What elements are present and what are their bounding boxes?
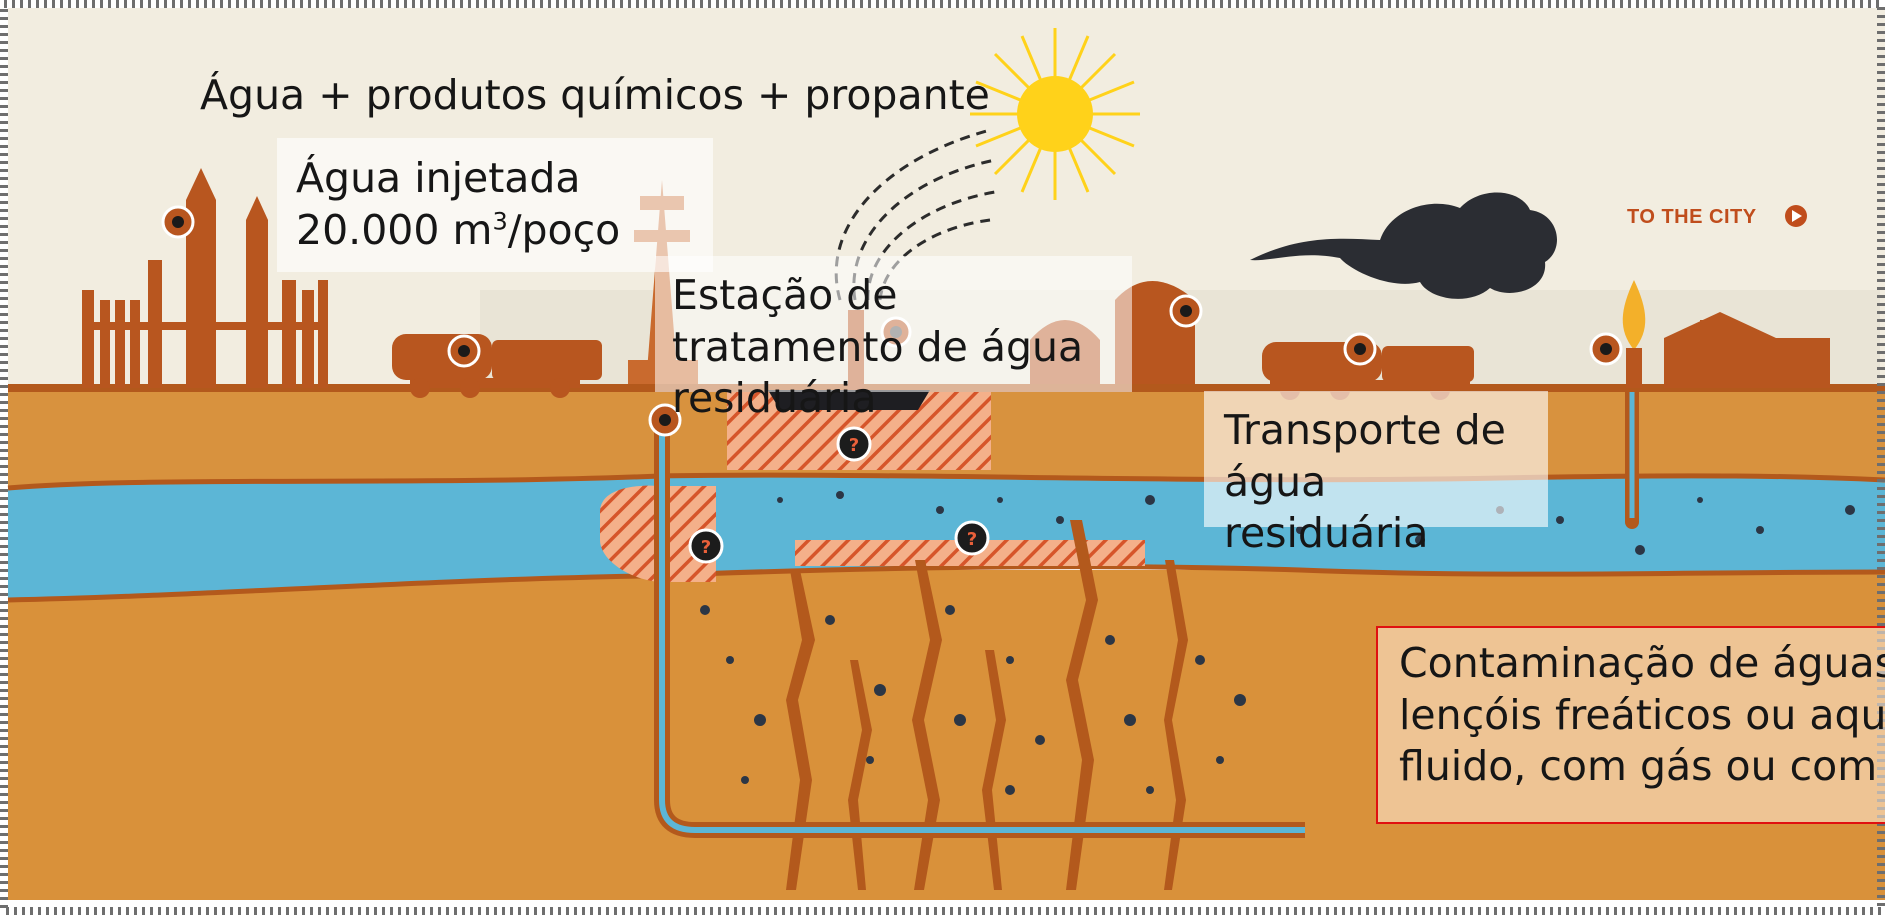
flare-icon [1622,280,1646,388]
contamination-line-3: fluido, com gás ou com [1399,742,1878,791]
marker-icon [1589,332,1623,366]
question-icon: ? [688,528,724,564]
smoke-cloud-icon [1250,192,1557,299]
question-icon: ? [836,426,872,462]
svg-text:?: ? [849,435,859,456]
injected-water-amount: 20.000 m3/poço [296,205,620,257]
treatment-station-box [655,256,1132,392]
gas-particles [700,491,1855,795]
marker-icon [648,403,682,437]
transport-line-2: água [1224,457,1327,506]
contamination-label: Contaminação de águas lençóis freáticos … [1399,638,1885,793]
treatment-station-label: Estação de tratamento de água residuária [672,270,1083,425]
injected-water-label: Água injetada 20.000 m3/poço [296,153,620,256]
question-icons: ? ? ? [688,426,990,564]
svg-text:?: ? [967,529,977,550]
to-the-city-link[interactable]: TO THE CITY [1627,206,1757,228]
refinery-icon [82,168,328,388]
contamination-box [1376,626,1885,824]
chemicals-label: Água + produtos químicos + propante [200,71,990,119]
marker-icon [1169,294,1203,328]
wellbore-fluid [659,410,1305,833]
house-icon [1664,312,1830,388]
marker-icon [161,205,195,239]
svg-text:?: ? [701,537,711,558]
injected-value: 20.000 m [296,205,493,254]
marker-icons [161,205,1623,437]
station-line-2: tratamento de água [672,322,1084,371]
contamination-line-1: Contaminação de águas [1399,639,1885,687]
transport-label: Transporte de água residuária [1224,405,1506,560]
injected-water-box [277,138,713,272]
injected-sup: 3 [492,207,508,235]
contamination-line-2: lençóis freáticos ou aqu [1399,690,1885,739]
transport-line-1: Transporte de [1224,406,1506,454]
question-icon: ? [954,520,990,556]
marker-icon [447,334,481,368]
injected-water-title: Água injetada [296,154,581,202]
station-line-3: residuária [672,374,877,423]
marker-icon [1343,332,1377,366]
sun-icon [970,28,1140,200]
station-line-1: Estação de [672,271,898,319]
treatment-pond-icon [768,390,930,410]
transport-box [1204,391,1548,527]
transport-line-3: residuária [1224,509,1429,558]
aquifer-top-edge [7,472,1885,491]
play-arrow-icon[interactable] [1785,205,1807,227]
injected-unit: /poço [507,205,621,254]
